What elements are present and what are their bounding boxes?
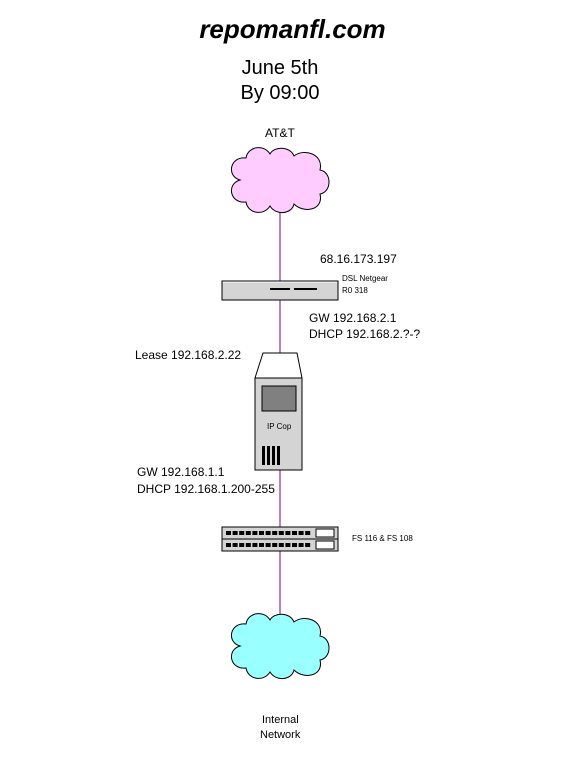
switch-port xyxy=(292,543,297,547)
switch-port xyxy=(232,543,238,547)
switch-port xyxy=(298,543,304,547)
switch-port xyxy=(272,543,278,547)
switch-port xyxy=(298,531,304,535)
dsl-modem-icon xyxy=(221,280,339,301)
internal-network-label-line1: Internal xyxy=(262,714,299,726)
firewall-lease: Lease 192.168.2.22 xyxy=(135,348,242,362)
switch-port xyxy=(245,531,251,535)
switch-port xyxy=(252,543,258,547)
modem-wan-ip: 68.16.173.197 xyxy=(320,252,397,266)
switch-port xyxy=(245,543,251,547)
switch-port xyxy=(232,531,238,535)
switch-port xyxy=(285,543,291,547)
firewall-dhcp: DHCP 192.168.1.200-255 xyxy=(137,482,275,496)
switch-port xyxy=(285,531,291,535)
switch-port xyxy=(226,531,231,535)
switch-port xyxy=(226,543,231,547)
modem-model-line2: R0 318 xyxy=(342,286,368,295)
switch-port xyxy=(265,531,271,535)
firewall-gateway: GW 192.168.1.1 xyxy=(137,465,225,479)
firewall-pc-icon xyxy=(254,352,303,471)
modem-dhcp: DHCP 192.168.2.?-? xyxy=(309,327,421,341)
switch-port xyxy=(265,543,271,547)
switch-port xyxy=(305,543,311,547)
switch-label: FS 116 & FS 108 xyxy=(352,534,413,543)
isp-cloud-icon xyxy=(231,147,330,213)
switch-port xyxy=(305,531,311,535)
switch-port xyxy=(278,531,284,535)
internal-network-cloud-icon xyxy=(231,613,330,679)
time-label: By 09:00 xyxy=(240,82,320,104)
switch-port xyxy=(292,531,297,535)
switch-stack-icon xyxy=(221,526,339,552)
switch-port xyxy=(278,543,284,547)
date-label: June 5th xyxy=(241,57,319,79)
isp-cloud-label: AT&T xyxy=(265,126,295,140)
switch-port xyxy=(252,531,258,535)
switch-port xyxy=(272,531,278,535)
internal-network-label-line2: Network xyxy=(260,729,301,741)
modem-gateway: GW 192.168.2.1 xyxy=(309,311,397,325)
switch-port xyxy=(259,543,264,547)
switch-port xyxy=(239,531,245,535)
firewall-label: IP Cop xyxy=(267,422,292,431)
modem-model-line1: DSL Netgear xyxy=(342,274,388,283)
page-title: repomanfl.com xyxy=(199,14,386,44)
switch-port xyxy=(239,543,245,547)
switch-port xyxy=(259,531,264,535)
